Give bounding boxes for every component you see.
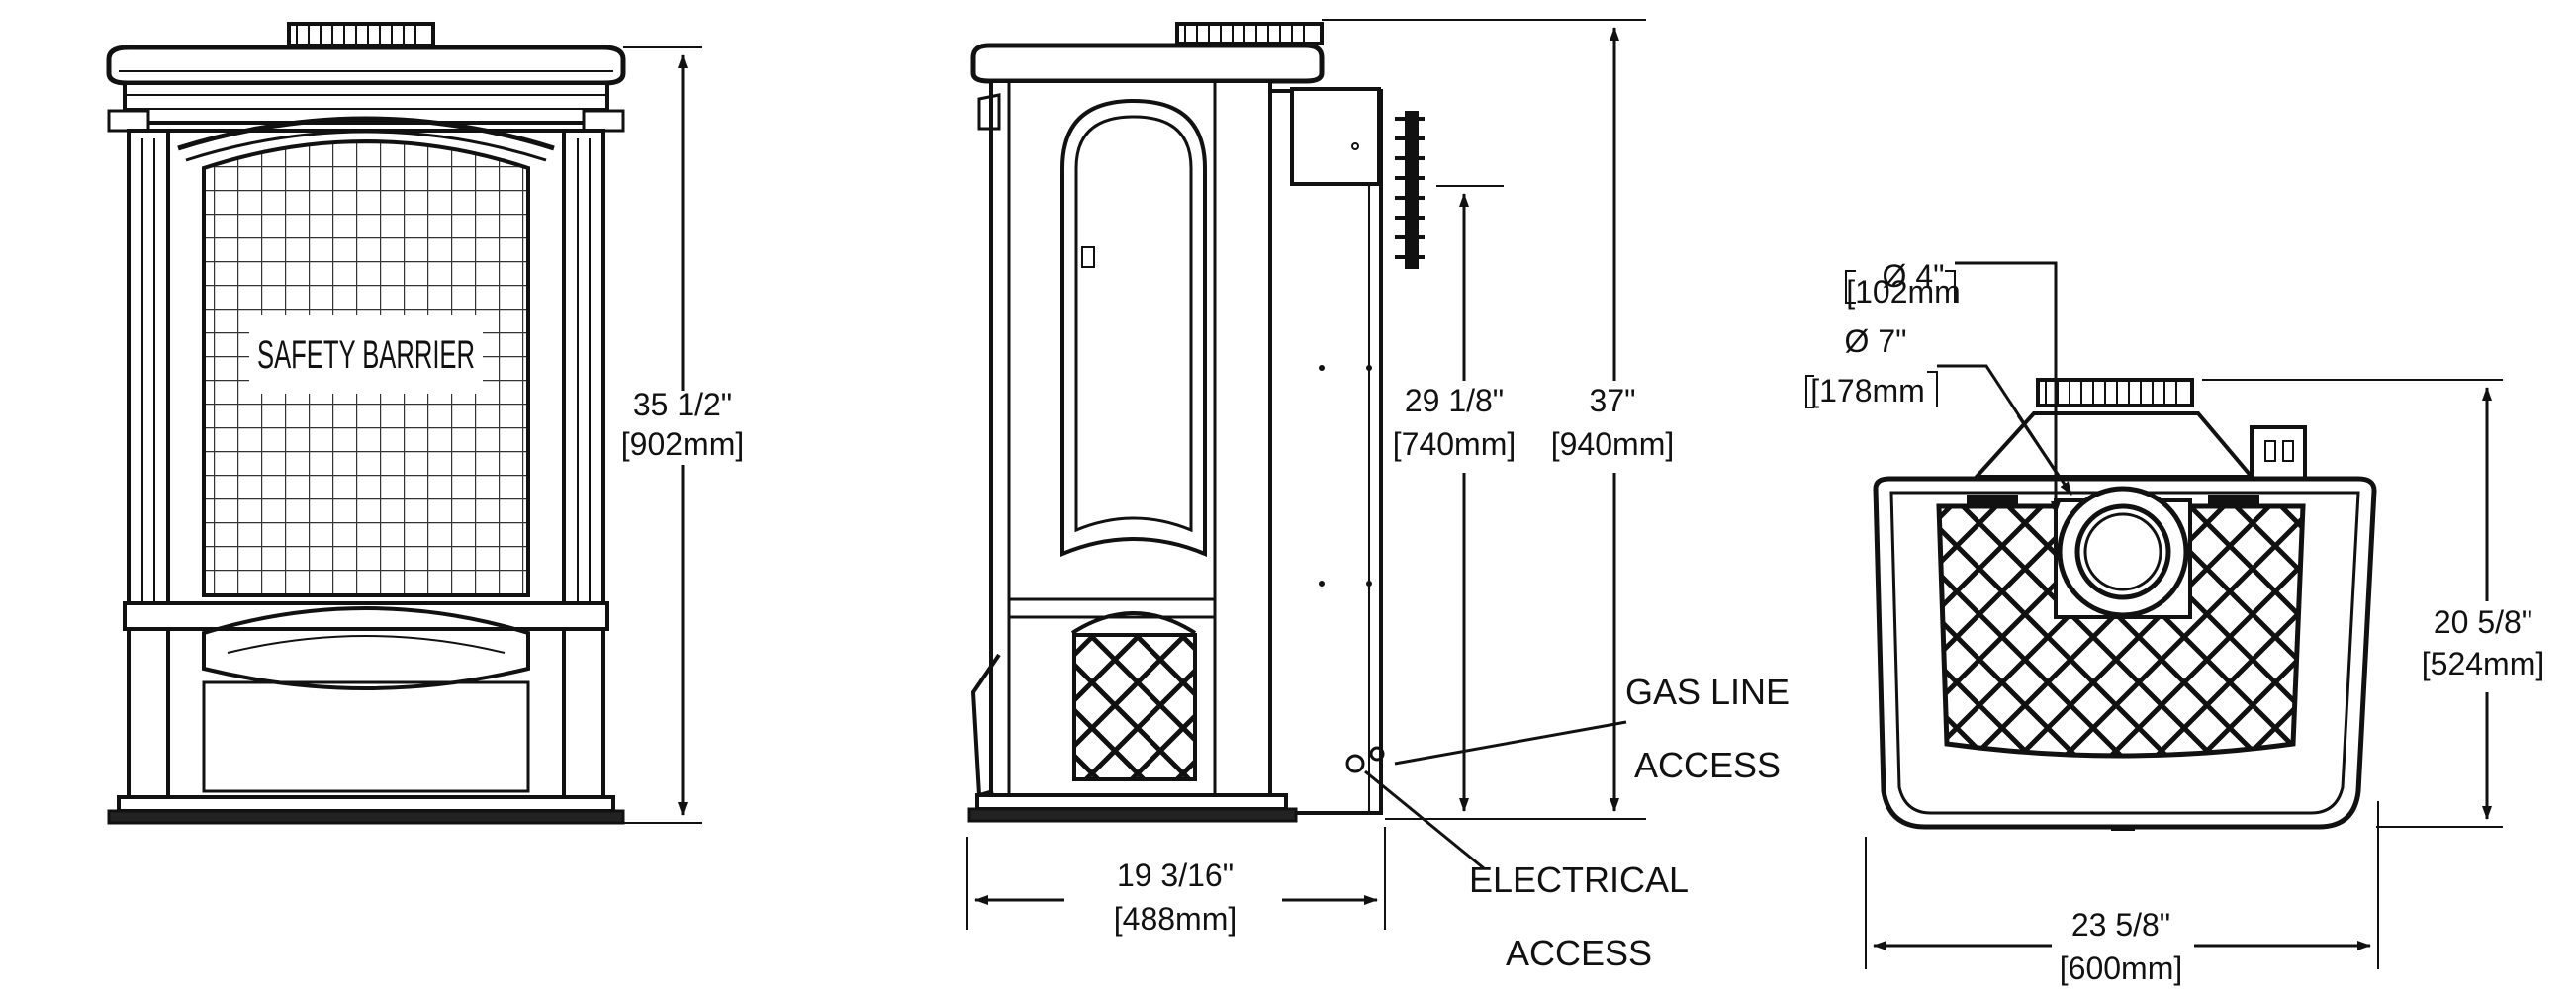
electrical-access-label-2: ACCESS (1506, 933, 1652, 973)
pipe-7-diameter: Ø 7" (1845, 323, 1907, 359)
window-height-mm: [740mm] (1393, 426, 1516, 462)
front-height-mm: [902mm] (621, 426, 744, 462)
top-depth-in: 20 5/8" (2434, 604, 2532, 640)
top-view (1873, 378, 2377, 831)
gas-line-access-label-2: ACCESS (1634, 745, 1781, 785)
total-height-mm: [940mm] (1551, 426, 1674, 462)
total-height-in: 37" (1590, 383, 1636, 418)
side-depth-in: 19 3/16" (1117, 858, 1234, 893)
side-view (967, 22, 1425, 823)
top-dimensions: Ø 4" [102mm Ø 7" [178mm 20 5/8" [524mm] … (1805, 258, 2544, 986)
pipe-7-mm: [178mm (1810, 373, 1925, 408)
side-dimensions: 29 1/8" [740mm] 37" [940mm] 19 3/16" [48… (966, 19, 1790, 973)
side-depth-mm: [488mm] (1114, 901, 1237, 937)
front-view: SAFETY BARRIER (106, 22, 626, 825)
window-height-in: 29 1/8" (1405, 383, 1504, 418)
front-height-in: 35 1/2" (633, 387, 732, 422)
top-depth-mm: [524mm] (2422, 646, 2544, 681)
pipe-4-mm: [102mm (1846, 274, 1961, 310)
top-width-in: 23 5/8" (2071, 907, 2170, 943)
front-height-dimension: 35 1/2" [902mm] (621, 46, 744, 824)
gas-line-access-label-1: GAS LINE (1625, 672, 1790, 712)
top-width-mm: [600mm] (2060, 950, 2182, 986)
safety-barrier-label: SAFETY BARRIER (257, 333, 475, 377)
electrical-access-label-1: ELECTRICAL (1469, 859, 1689, 900)
pipe-4-diameter: Ø 4" (1883, 258, 1945, 294)
